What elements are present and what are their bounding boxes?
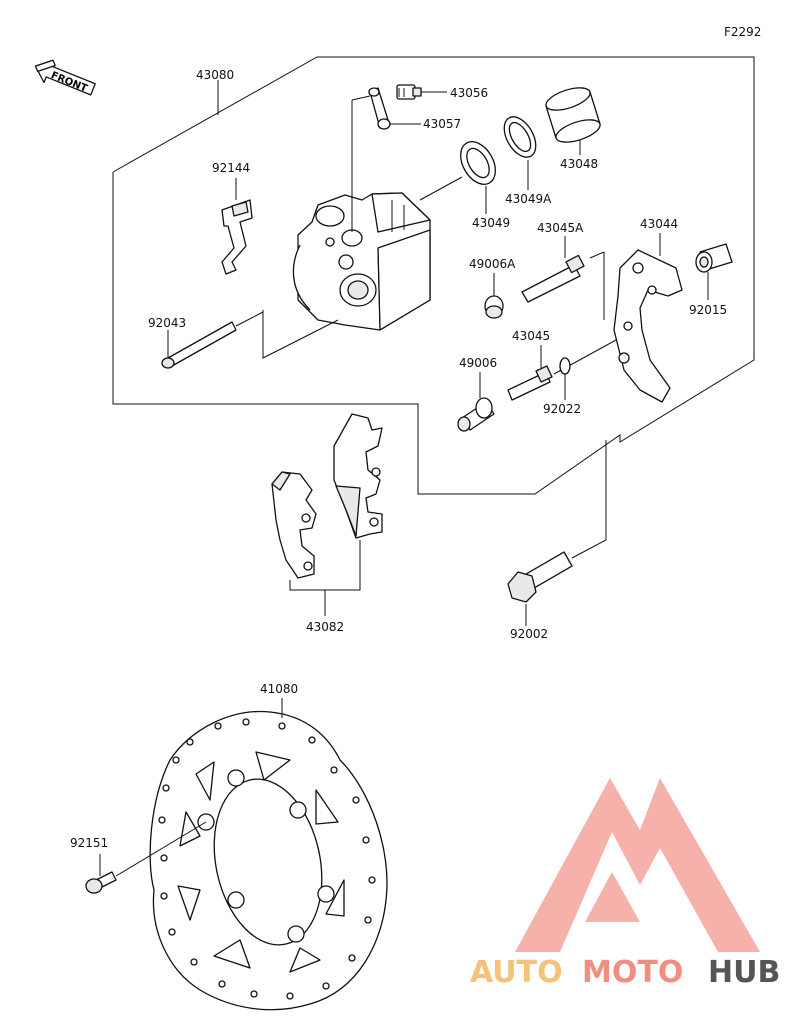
label-43045A: 43045A [537,221,584,235]
label-43048: 43048 [560,157,598,171]
watermark-text-auto: AUTO [470,955,563,990]
piston-43048 [545,87,601,155]
cap-43057 [368,87,421,130]
label-43044: 43044 [640,217,678,231]
circlip-92022 [559,357,571,400]
label-43080: 43080 [196,68,234,82]
collar-92015 [695,243,733,300]
label-92022: 92022 [543,402,581,416]
brake-pads-43082 [271,413,383,616]
caliper-body [292,95,431,331]
label-92043: 92043 [148,316,186,330]
label-92151: 92151 [70,836,108,850]
bracket-lines [262,310,339,359]
label-92002: 92002 [510,627,548,641]
label-49006A: 49006A [469,257,516,271]
label-43082: 43082 [306,620,344,634]
label-49006: 49006 [459,356,497,370]
watermark-triangle-icon [515,778,760,952]
seal-43049A [503,116,537,190]
seal-43049 [419,141,496,214]
front-arrow-icon: FRONT [34,59,96,96]
label-43049: 43049 [472,216,510,230]
label-92015: 92015 [689,303,727,317]
screw-92151 [85,821,207,894]
pad-pin-92043 [161,311,264,369]
label-41080: 41080 [260,682,298,696]
brake-disc-41080 [149,698,388,1011]
label-43056: 43056 [450,86,488,100]
label-43057: 43057 [423,117,461,131]
bolt-92002 [507,440,607,626]
pad-spring-92144 [221,178,253,275]
watermark-text-moto: MOTO [582,955,683,990]
boot-49006 [457,372,495,432]
caliper-assembly-frame [112,56,755,495]
label-92144: 92144 [212,161,250,175]
label-43049A: 43049A [505,192,552,206]
caliper-bracket-43044 [603,233,683,403]
watermark-text-hub: HUB [708,955,780,990]
boot-49006A [484,273,504,319]
label-43045: 43045 [512,329,550,343]
slide-pin-43045A [521,236,605,303]
figure-code: F2292 [724,25,761,39]
bleeder-valve-43056 [396,84,447,100]
watermark-logo: AUTO MOTO HUB [470,778,780,990]
